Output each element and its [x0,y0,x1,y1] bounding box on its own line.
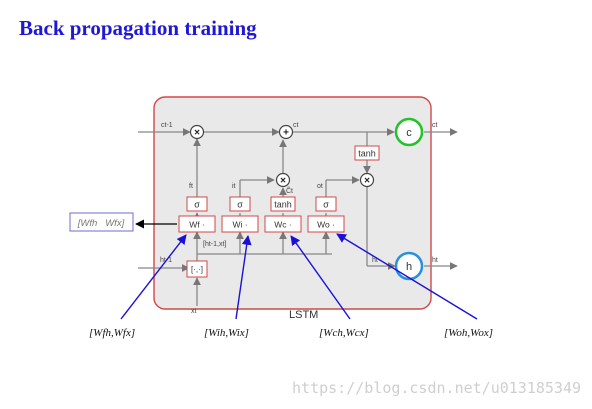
x-label: xt [191,308,197,315]
forget-multiply-node: × [189,124,205,140]
svg-text:Wf ·: Wf · [189,220,205,230]
h-out-label: ht [432,257,438,264]
hidden-output-node: h [394,251,424,281]
output-weight-caption: [Woh,Wox] [444,327,493,339]
input-sigmoid-box: σ [229,196,251,212]
forget-weight-matrix-box: [Wfh Wfx] [69,212,134,232]
output-sigmoid-box: σ [315,196,337,212]
forget-sigmoid-box: σ [186,196,208,212]
svg-text:tanh: tanh [358,149,376,159]
input-weight-caption: [Wih,Wix] [204,327,249,339]
svg-text:Wi ·: Wi · [232,220,247,230]
c-out-label: ct [432,122,438,129]
output-tanh-box: tanh [354,145,380,161]
f-label: ft [189,183,193,190]
concat-box: [·,·] [186,260,208,278]
i-label: it [232,183,236,190]
svg-text:×: × [194,128,200,139]
output-multiply-node: × [359,172,375,188]
svg-text:σ: σ [194,200,200,210]
svg-text:×: × [280,176,286,187]
page-title: Back propagation training [19,16,257,40]
svg-text:×: × [364,176,370,187]
svg-text:σ: σ [237,200,243,210]
c-tilde-label: C̃t [286,187,293,195]
watermark: https://blog.csdn.net/u013185349 [292,379,581,397]
svg-text:[·,·]: [·,·] [191,265,203,274]
concat-label: [ht-1,xt] [203,241,226,248]
candidate-weight-caption: [Wch,Wcx] [319,327,369,339]
svg-text:Wc ·: Wc · [274,220,291,230]
cell-output-node: c [394,117,424,147]
svg-text:σ: σ [323,200,329,210]
candidate-weight-box: Wc · [264,215,302,233]
svg-text:tanh: tanh [274,200,292,210]
lstm-label: LSTM [289,309,318,321]
forget-weight-box: Wf · [178,215,216,233]
svg-text:Wo ·: Wo · [317,220,335,230]
svg-text:h: h [406,261,412,273]
o-label: ot [317,183,323,190]
forget-weight-caption: [Wfh,Wfx] [89,327,135,339]
output-weight-box: Wo · [307,215,345,233]
svg-text:c: c [406,127,412,139]
c-mid-label: ct [293,122,299,129]
candidate-tanh-box: tanh [270,196,296,212]
input-multiply-node: × [275,172,291,188]
input-weight-box: Wi · [221,215,259,233]
c-prev-label: ct-1 [161,122,173,129]
h-inner-label: ht [372,257,378,264]
svg-text:[Wfh Wfx]: [Wfh Wfx] [77,218,125,229]
cell-add-node: + [278,124,294,140]
svg-text:+: + [283,128,289,139]
